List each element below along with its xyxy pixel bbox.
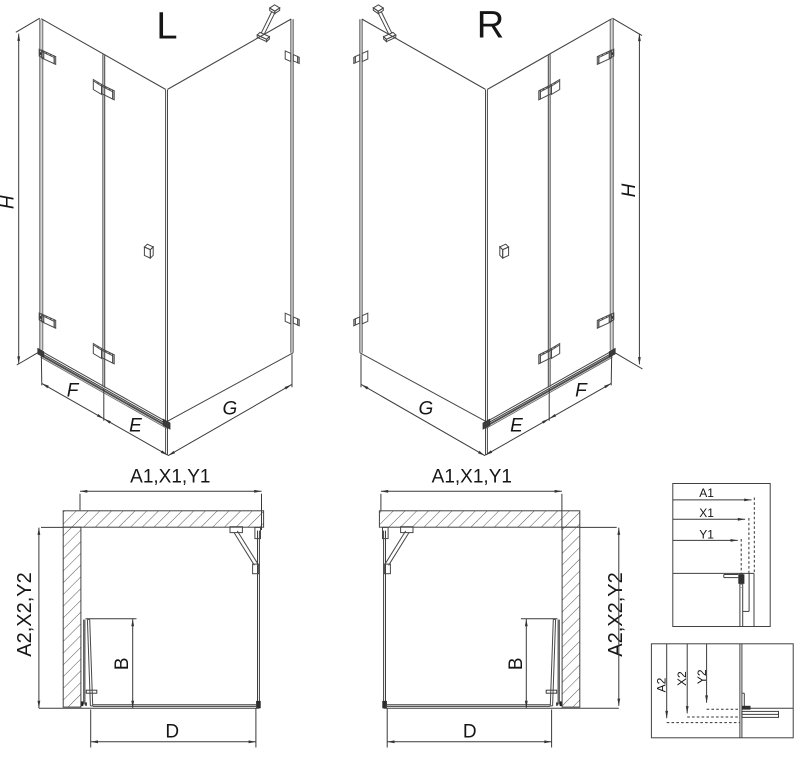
svg-text:A1,X1,Y1: A1,X1,Y1 xyxy=(432,467,512,488)
svg-text:D: D xyxy=(165,722,179,743)
svg-text:A2,X2,Y2: A2,X2,Y2 xyxy=(605,572,627,657)
svg-text:F: F xyxy=(575,381,588,402)
svg-text:Y1: Y1 xyxy=(699,528,714,542)
svg-text:E: E xyxy=(129,416,142,437)
svg-text:G: G xyxy=(419,399,434,420)
svg-text:E: E xyxy=(510,416,523,437)
svg-text:A2,X2,Y2: A2,X2,Y2 xyxy=(14,572,36,657)
svg-text:X1: X1 xyxy=(699,506,714,520)
svg-text:Y2: Y2 xyxy=(695,669,709,684)
svg-text:A2: A2 xyxy=(655,677,669,692)
svg-text:B: B xyxy=(506,657,527,670)
svg-text:X2: X2 xyxy=(675,671,689,686)
svg-text:A1: A1 xyxy=(699,486,714,500)
svg-text:H: H xyxy=(619,183,640,197)
svg-text:B: B xyxy=(112,657,133,670)
svg-text:H: H xyxy=(0,195,19,209)
svg-text:D: D xyxy=(463,722,477,743)
svg-text:R: R xyxy=(477,5,504,47)
svg-text:L: L xyxy=(156,6,177,48)
svg-text:A1,X1,Y1: A1,X1,Y1 xyxy=(130,467,210,488)
svg-text:F: F xyxy=(67,381,80,402)
svg-text:G: G xyxy=(223,399,238,420)
